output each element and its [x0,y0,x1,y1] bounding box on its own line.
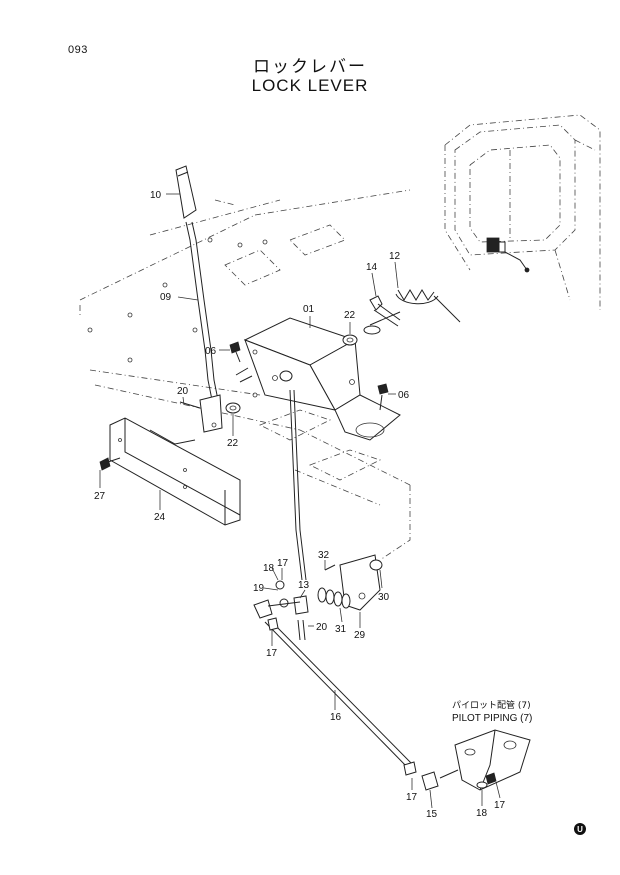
link-cable [289,389,307,581]
page-number: 093 [68,44,88,56]
bolt-06-right [377,383,389,411]
callout-09: 09 [160,292,172,303]
title-english: LOCK LEVER [251,76,369,95]
callout-12: 12 [389,251,401,262]
bolt-06-left [229,341,241,363]
nut-on-bracket [279,370,293,382]
bolt-27 [99,457,121,471]
pilot-piping-en: PILOT PIPING (7) [452,713,532,724]
callout-17-lower-left: 17 [406,792,418,803]
callout-17-lower-right: 17 [494,800,506,811]
machine-frame-outline [79,189,411,561]
badge-letter: U [577,825,583,834]
callout-01: 01 [303,304,315,315]
collar-22-upper [342,334,358,346]
callout-22-upper: 22 [344,310,356,321]
callout-06-left: 06 [205,346,217,357]
callout-06-right: 06 [398,390,410,401]
callout-18-lower: 18 [476,808,488,819]
callout-20-upper: 20 [177,386,189,397]
title-japanese: ロックレバー [253,57,367,77]
callout-30: 30 [378,592,390,603]
callout-17-middle: 17 [266,648,278,659]
pilot-valve-block [439,729,531,791]
callout-13: 13 [298,580,310,591]
rod-16 [264,617,439,791]
spring-12 [395,289,461,323]
leader-lines [99,193,501,809]
callout-labels: 10 09 20 22 27 24 06 01 22 14 12 06 32 1… [94,190,506,820]
callout-32: 32 [318,550,330,561]
callout-18-upper: 18 [263,563,275,574]
lock-lever [175,165,223,433]
callout-19: 19 [253,583,265,594]
callout-14: 14 [366,262,378,273]
u-badge-icon: U [574,823,586,835]
callout-27: 27 [94,491,106,502]
callout-16: 16 [330,712,342,723]
callout-10: 10 [150,190,162,201]
collar-22-lower [225,402,241,414]
pilot-piping-note: パイロット配管 (7) PILOT PIPING (7) [452,699,532,724]
callout-24: 24 [154,512,166,523]
lower-link-assembly [253,554,383,641]
callout-22-lower: 22 [227,438,239,449]
cab-inset-outline [444,114,601,310]
callout-15: 15 [426,809,438,820]
callout-29: 29 [354,630,366,641]
pilot-piping-jp: パイロット配管 (7) [452,699,531,711]
callout-31: 31 [335,624,347,635]
pin-14 [363,295,401,335]
callout-20-lower: 20 [316,622,328,633]
cover-plate [109,417,241,526]
callout-17-upper: 17 [277,558,289,569]
